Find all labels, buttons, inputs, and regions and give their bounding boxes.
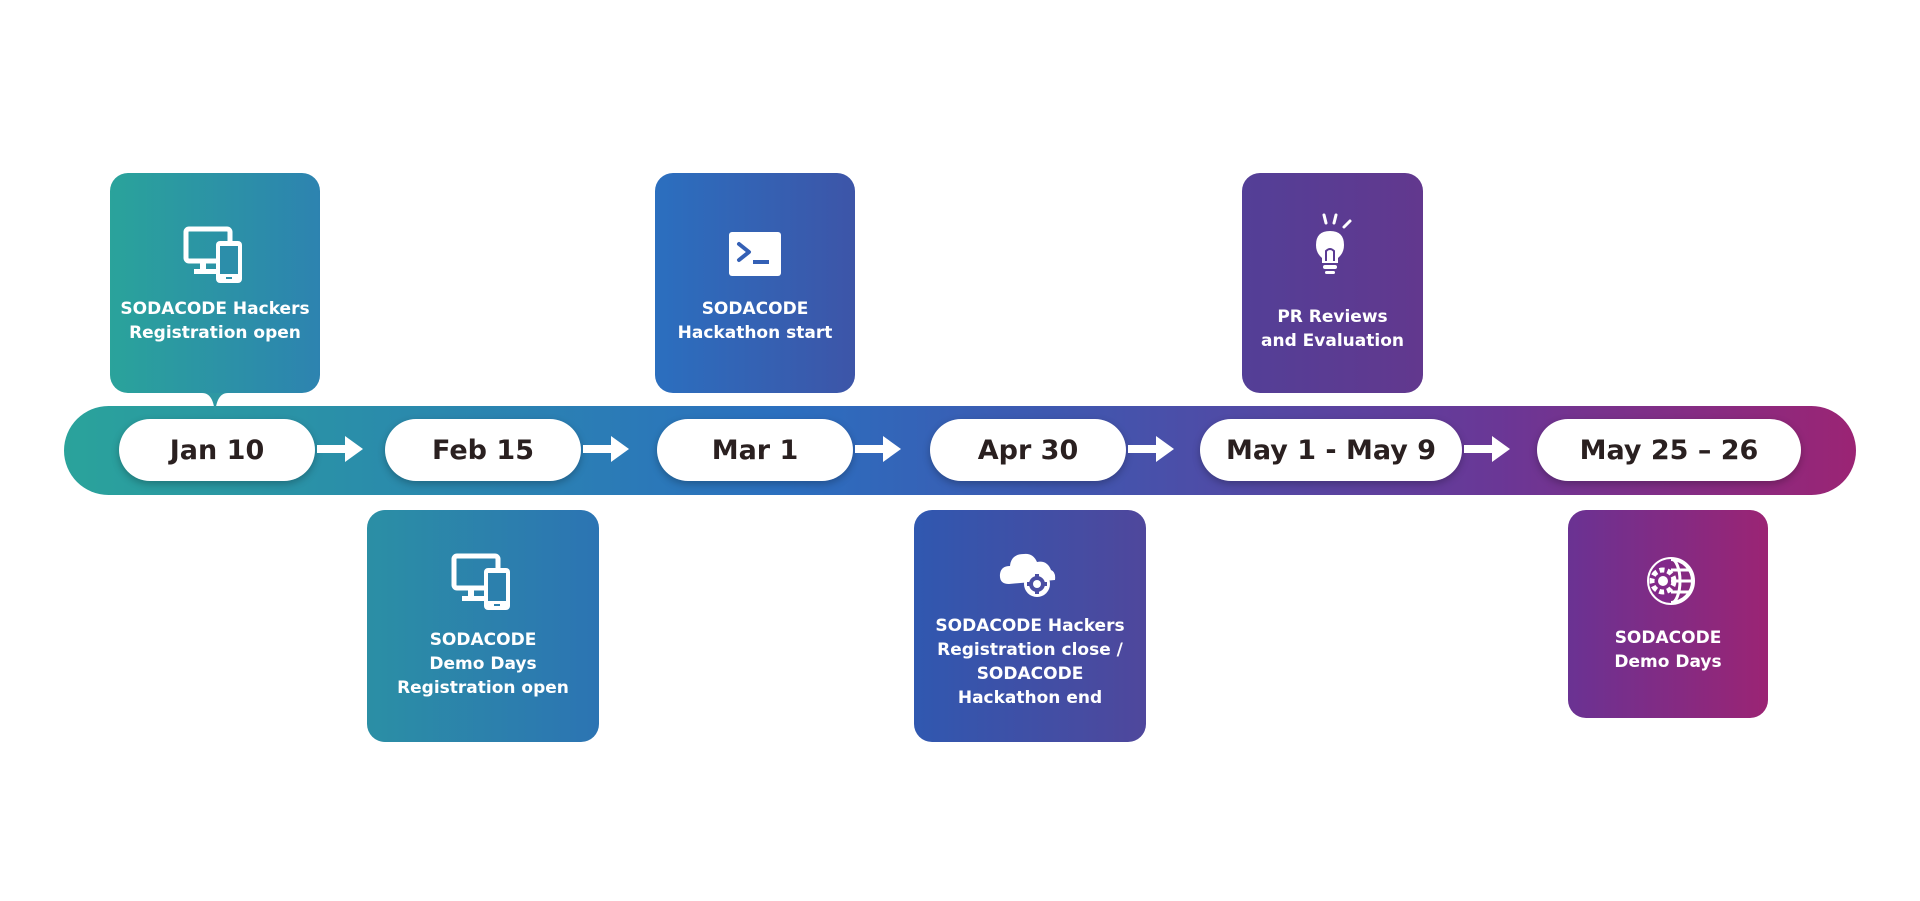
milestone-event-3: SODACODE Hackathon start — [677, 299, 833, 343]
connector-jan10 — [202, 393, 228, 419]
milestone-card-6: SODACODE Demo Days — [1568, 510, 1768, 718]
milestone-event-2: SODACODE Demo Days Registration open — [397, 630, 569, 698]
lightbulb-icon — [1315, 213, 1351, 274]
milestone-event-1: SODACODE Hackers Registration open — [120, 299, 310, 343]
globe-gear-icon — [1647, 557, 1695, 605]
arrow-right-icon — [855, 436, 901, 462]
milestone-event-5: PR Reviews and Evaluation — [1261, 307, 1404, 351]
milestone-event-6: SODACODE Demo Days — [1614, 628, 1722, 672]
date-pill-may25-26: May 25 – 26 — [1537, 419, 1801, 481]
arrow-right-icon — [317, 436, 363, 462]
arrow-right-icon — [1128, 436, 1174, 462]
date-pill-mar1: Mar 1 — [657, 419, 853, 481]
devices-icon — [183, 226, 242, 283]
milestone-card-2: SODACODE Demo Days Registration open — [367, 510, 599, 742]
milestone-card-1: SODACODE Hackers Registration open — [110, 173, 320, 393]
arrow-right-icon — [1464, 436, 1510, 462]
date-pill-apr30: Apr 30 — [930, 419, 1126, 481]
milestone-event-4: SODACODE Hackers Registration close / SO… — [935, 616, 1125, 708]
date-pill-feb15: Feb 15 — [385, 419, 581, 481]
milestone-card-4: SODACODE Hackers Registration close / SO… — [914, 510, 1146, 742]
milestone-card-5: PR Reviews and Evaluation — [1242, 173, 1423, 393]
arrow-right-icon — [583, 436, 629, 462]
milestone-card-3: SODACODE Hackathon start — [655, 173, 855, 393]
terminal-icon — [729, 232, 781, 276]
devices-icon — [451, 553, 510, 610]
cloud-gear-icon — [999, 553, 1056, 597]
date-pill-jan10: Jan 10 — [119, 419, 315, 481]
date-pill-may1-9: May 1 - May 9 — [1200, 419, 1462, 481]
